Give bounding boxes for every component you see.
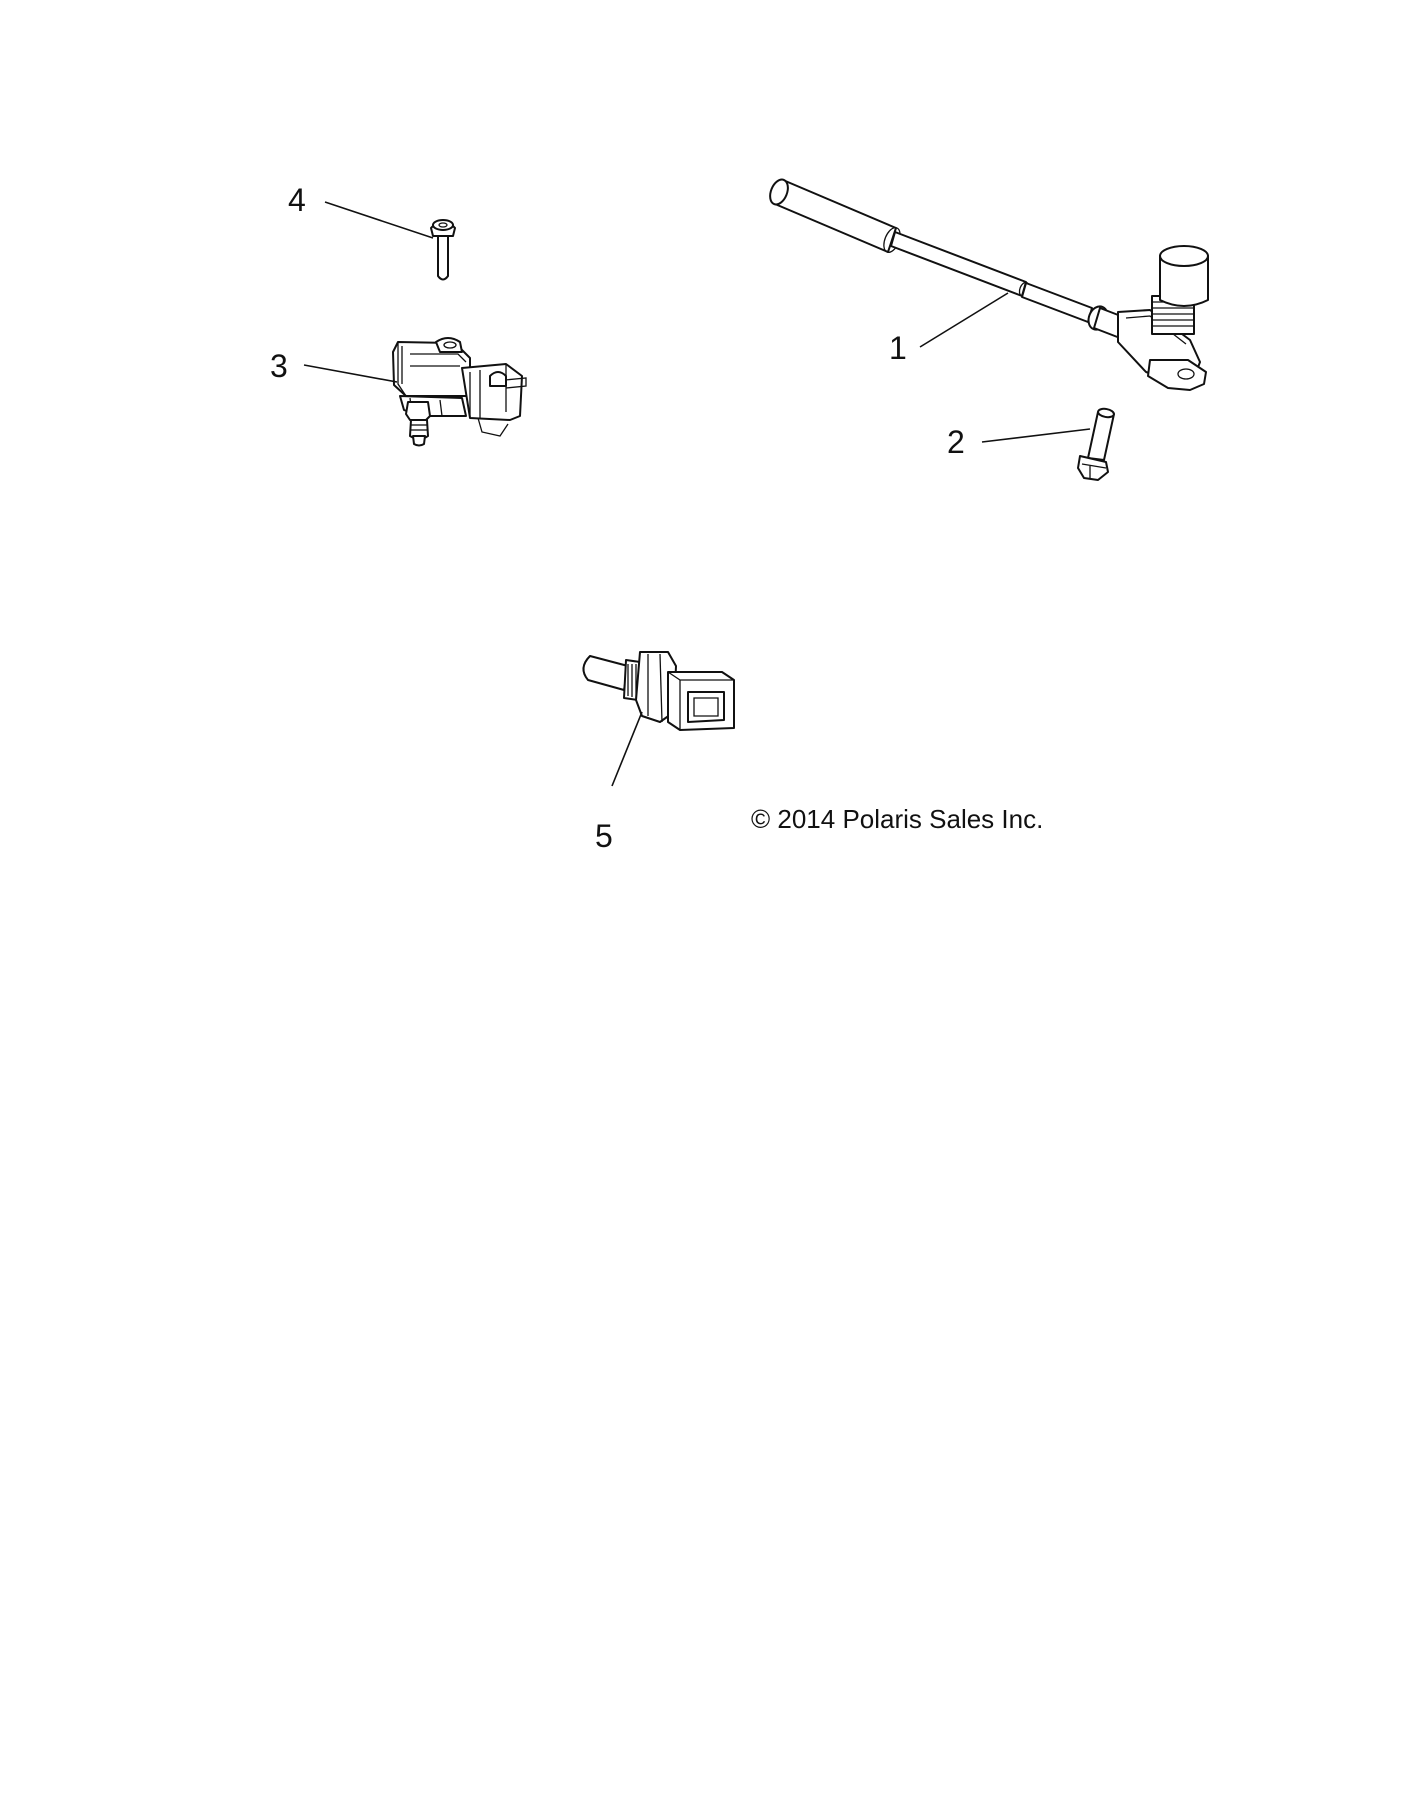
leader-2 bbox=[981, 428, 1091, 443]
callout-5: 5 bbox=[595, 818, 613, 854]
callout-3: 3 bbox=[270, 348, 288, 384]
callout-2: 2 bbox=[947, 424, 965, 460]
leader-5 bbox=[611, 711, 643, 787]
callout-1: 1 bbox=[889, 330, 907, 366]
bolt-2-icon bbox=[1077, 407, 1115, 481]
map-sensor-3-icon bbox=[392, 337, 527, 447]
temp-sensor-5-icon bbox=[582, 651, 735, 731]
leader-4 bbox=[324, 201, 434, 239]
callout-4: 4 bbox=[288, 182, 306, 218]
speed-sensor-1-icon bbox=[769, 178, 1209, 391]
bolt-4-icon bbox=[430, 219, 456, 281]
leader-3 bbox=[303, 364, 398, 383]
copyright-text: © 2014 Polaris Sales Inc. bbox=[751, 804, 1044, 834]
leader-1 bbox=[919, 292, 1009, 348]
